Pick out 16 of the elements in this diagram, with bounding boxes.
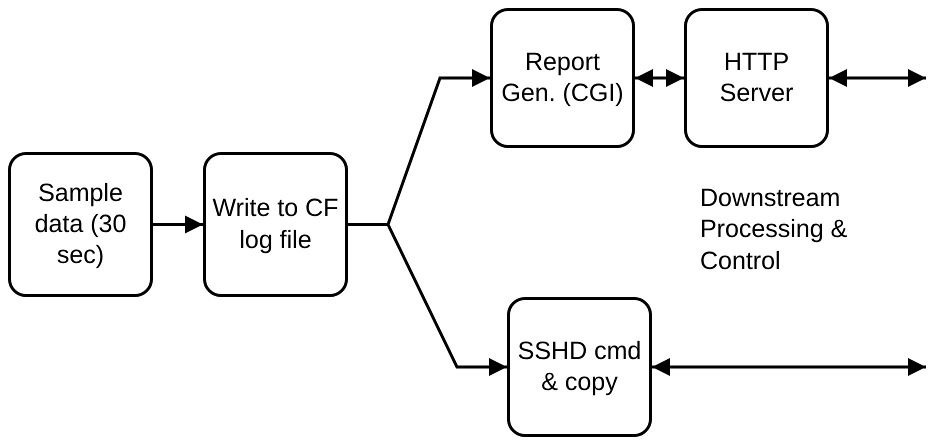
process-box [507, 297, 652, 437]
box-label: Write to CF log file [212, 193, 340, 256]
arrow [635, 69, 684, 87]
arrow [153, 216, 203, 234]
section-caption: Downstream Processing & Control [700, 183, 848, 276]
process-box [8, 152, 153, 297]
box-label: Report Gen. (CGI) [500, 46, 625, 109]
arrow [652, 358, 926, 376]
box-label: Sample data (30 sec) [34, 178, 128, 272]
box-label: HTTP Server [718, 46, 794, 109]
process-box [490, 8, 635, 148]
process-box [203, 152, 348, 297]
box-label: SSHD cmd & copy [516, 336, 642, 398]
process-box [684, 8, 829, 148]
arrow [348, 223, 507, 376]
arrow [829, 69, 926, 87]
